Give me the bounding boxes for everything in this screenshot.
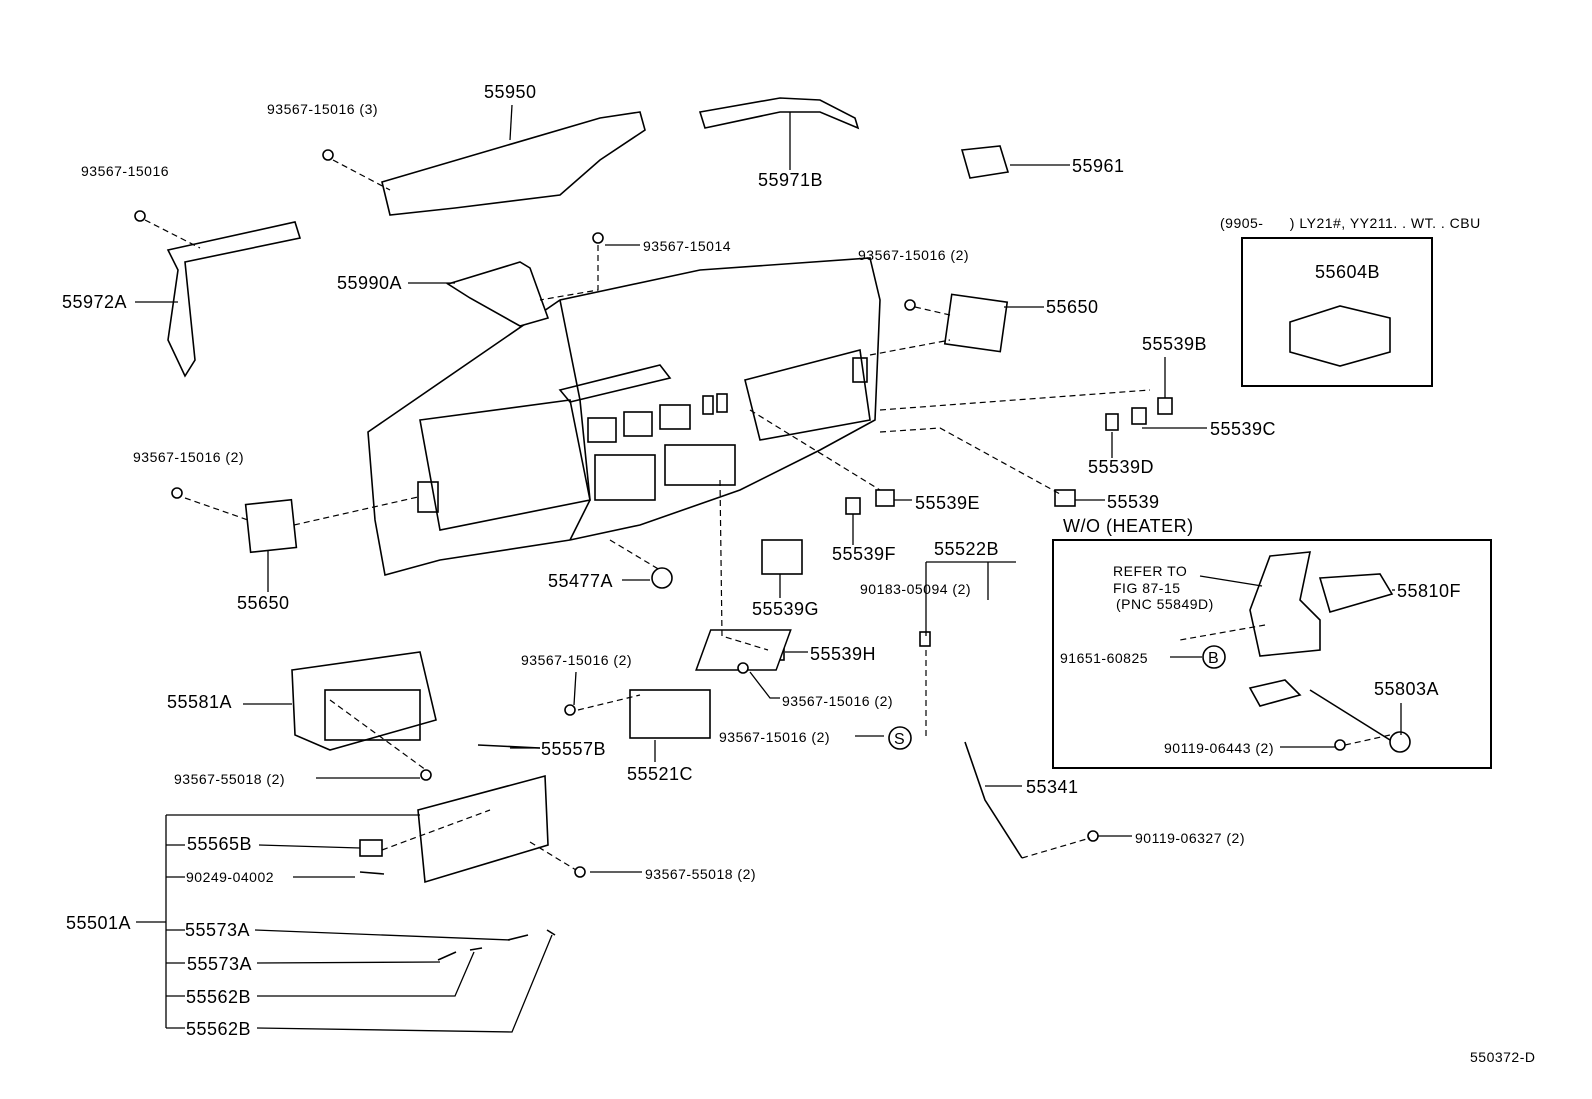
part-55539G <box>761 539 803 575</box>
symbol-b-circle <box>1202 645 1226 669</box>
variant-note: (9905- ) LY21#, YY211. . WT. . CBU <box>1220 215 1481 231</box>
label: 93567-55018 (2) <box>174 771 285 787</box>
label: 55539F <box>832 544 896 564</box>
label: 55539D <box>1088 457 1154 477</box>
symbol-s: S <box>894 731 905 748</box>
label: 90119-06443 (2) <box>1164 740 1274 756</box>
label: 55581A <box>167 692 232 712</box>
figure-id: 550372-D <box>1470 1049 1536 1065</box>
label: 93567-15016 (2) <box>521 652 632 668</box>
label: 55604B <box>1315 262 1380 282</box>
part-heater-block <box>1248 679 1302 707</box>
label: 55539C <box>1210 419 1276 439</box>
instrument-panel <box>367 257 881 577</box>
part-55521C <box>629 689 711 739</box>
symbol-b: B <box>1208 650 1219 667</box>
label: 93567-15016 (2) <box>858 247 969 263</box>
part-55810F <box>1318 573 1394 613</box>
label: 91651-60825 <box>1060 650 1148 666</box>
leader-lines <box>135 104 1402 1033</box>
part-55539D <box>1105 413 1119 431</box>
part-55972A <box>166 221 302 378</box>
part-55650-right <box>943 293 1009 353</box>
label: 55539G <box>752 599 819 619</box>
label: 93567-15016 (3) <box>267 101 378 117</box>
part-55650-left <box>244 498 298 554</box>
symbol-s-circle <box>888 726 912 750</box>
label: 55539 <box>1107 492 1160 512</box>
label: 93567-55018 (2) <box>645 866 756 882</box>
label: 55810F <box>1397 581 1461 601</box>
label: 55565B <box>187 834 252 854</box>
label: 93567-15016 (2) <box>133 449 244 465</box>
part-55539 <box>1054 489 1076 507</box>
label: 55803A <box>1374 679 1439 699</box>
part-55604B <box>1289 305 1391 367</box>
label: 55971B <box>758 170 823 190</box>
refer-note: REFER TO <box>1113 563 1187 579</box>
label: 55650 <box>237 593 290 613</box>
part-55539E <box>875 489 895 507</box>
label: 55573A <box>187 954 252 974</box>
part-55501A <box>417 774 549 884</box>
label: 93567-15016 <box>81 163 169 179</box>
label: 55562B <box>186 987 251 1007</box>
label: 55557B <box>541 739 606 759</box>
label: 90249-04002 <box>186 869 274 885</box>
part-55950 <box>381 111 646 216</box>
refer-note: (PNC 55849D) <box>1116 596 1214 612</box>
part-55803A-knob <box>1389 731 1411 753</box>
part-55341 <box>964 741 1023 859</box>
label: 55539H <box>810 644 876 664</box>
label: 93567-15016 (2) <box>782 693 893 709</box>
part-duct-55849D <box>1249 551 1321 657</box>
part-55990A <box>446 261 550 327</box>
part-55477A <box>651 567 673 589</box>
section-title: W/O (HEATER) <box>1063 516 1194 536</box>
part-55539F <box>845 497 861 515</box>
part-55522B <box>695 629 792 671</box>
label: 55539B <box>1142 334 1207 354</box>
label: 55573A <box>185 920 250 940</box>
part-labels: 93567-15016 (3) 55950 93567-15016 55971B… <box>62 82 1536 1065</box>
label: 55341 <box>1026 777 1079 797</box>
label: 90119-06327 (2) <box>1135 830 1245 846</box>
part-55565B <box>359 839 383 857</box>
label: 55972A <box>62 292 127 312</box>
refer-note: FIG 87-15 <box>1113 580 1181 596</box>
part-55581A <box>291 651 437 751</box>
part-55803A <box>1309 689 1391 741</box>
label: 55961 <box>1072 156 1125 176</box>
label: 55650 <box>1046 297 1099 317</box>
label: 55522B <box>934 539 999 559</box>
part-55539C <box>1131 407 1147 425</box>
part-55971B <box>698 97 860 130</box>
label: 55562B <box>186 1019 251 1039</box>
part-55961 <box>960 145 1010 179</box>
option-box-wo-heater <box>1052 539 1492 769</box>
option-box-55604B <box>1241 237 1433 387</box>
label: 93567-15016 (2) <box>719 729 830 745</box>
label: 55539E <box>915 493 980 513</box>
label: 55950 <box>484 82 537 102</box>
screw-icons <box>134 149 1346 961</box>
label: 55521C <box>627 764 693 784</box>
label: 55501A <box>66 913 131 933</box>
part-55539B <box>1157 397 1173 415</box>
label: 55990A <box>337 273 402 293</box>
label: 93567-15014 <box>643 238 731 254</box>
part-90183-05094 <box>919 631 931 647</box>
label: 90183-05094 (2) <box>860 581 971 597</box>
label: 55477A <box>548 571 613 591</box>
